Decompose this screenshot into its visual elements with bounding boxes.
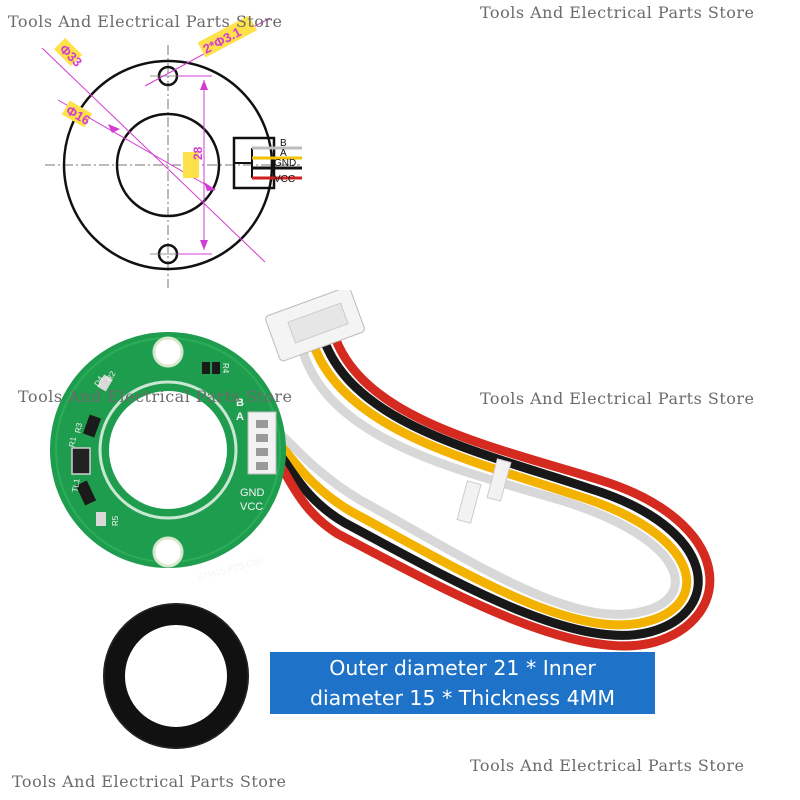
- watermark-middle-left: Tools And Electrical Parts Store: [18, 387, 293, 406]
- pcb-ref-r5: R5: [111, 515, 120, 526]
- pcb-pin-a: A: [236, 411, 244, 423]
- dim-inner-label: Φ16: [63, 102, 92, 128]
- magnet-ring: [103, 603, 249, 749]
- watermark-top-right: Tools And Electrical Parts Store: [480, 3, 755, 22]
- pin-label-b: B: [280, 138, 287, 149]
- watermark-bottom-right: Tools And Electrical Parts Store: [470, 756, 745, 775]
- pcb-center-hole: [109, 391, 227, 509]
- product-photo: B A GND VCC STM15-P25-(28) D4 R2 R4 R1 R…: [50, 290, 715, 749]
- spec-banner-line-1: Outer diameter 21 * Inner: [329, 656, 596, 680]
- pcb-board: B A GND VCC STM15-P25-(28) D4 R2 R4 R1 R…: [50, 332, 286, 583]
- pin-label-gnd: GND: [274, 158, 296, 169]
- cable-tie-1: [486, 458, 512, 502]
- dimension-arrows: [108, 80, 216, 250]
- spec-banner-line-2: diameter 15 * Thickness 4MM: [309, 686, 616, 710]
- cable-tie-2: [456, 480, 482, 524]
- pcb-ref-r4: R4: [221, 363, 230, 374]
- outer-circle: [62, 59, 274, 271]
- technical-drawing: Φ33 Φ16 2*Φ3.1 28 B A GND VCC: [41, 15, 302, 288]
- connector-plug: [265, 290, 365, 362]
- cable-bundle: [270, 335, 715, 651]
- pin-label-vcc: VCC: [274, 174, 295, 185]
- pcb-pin-vcc: VCC: [240, 501, 263, 513]
- watermark-middle-right: Tools And Electrical Parts Store: [480, 389, 755, 408]
- pcb-ref-tl1: TL1: [70, 477, 81, 493]
- inner-circle: [115, 112, 221, 218]
- pcb-ref-r1: R1: [67, 436, 78, 448]
- pcb-pin-b: B: [236, 397, 244, 409]
- spec-banner: Outer diameter 21 * Inner diameter 15 * …: [270, 652, 655, 714]
- pcb-pin-gnd: GND: [240, 487, 265, 499]
- watermark-top-left: Tools And Electrical Parts Store: [8, 12, 283, 31]
- watermark-bottom-left: Tools And Electrical Parts Store: [12, 772, 287, 791]
- pcb-mount-hole-bottom: [152, 536, 184, 568]
- pin-label-a: A: [280, 148, 287, 159]
- dim-spacing-label: 28: [191, 146, 205, 160]
- pcb-mount-hole-top: [152, 336, 184, 368]
- pcb-ref-r3: R3: [73, 422, 84, 434]
